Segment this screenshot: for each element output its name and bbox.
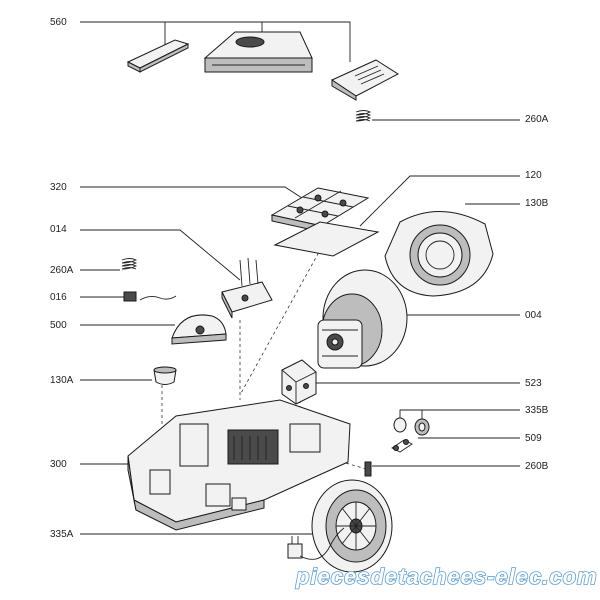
part-016-connector — [123, 291, 177, 302]
part-500-reel-cover — [171, 314, 227, 345]
label-260b: 260B — [525, 461, 549, 472]
label-320: 320 — [50, 182, 67, 193]
label-509: 509 — [525, 433, 542, 444]
leader-120 — [359, 175, 520, 227]
part-335b-wheels — [393, 417, 430, 436]
part-560-lid-left — [126, 39, 190, 73]
leader-lines — [80, 21, 520, 535]
label-014: 014 — [50, 224, 67, 235]
assembly-line-filter — [239, 231, 331, 396]
leader-014 — [80, 229, 241, 281]
part-560-lid-center — [203, 31, 313, 73]
labels-left: 560 320 014 260A 016 500 130A 300 335A — [50, 17, 74, 540]
part-523-control-box — [281, 359, 317, 405]
part-plug-cord — [287, 527, 345, 560]
label-120: 120 — [525, 170, 542, 181]
watermark-text: piecesdetachees-elec.com — [295, 564, 598, 589]
part-130a-knob — [153, 366, 177, 385]
leader-560 — [80, 21, 351, 62]
part-509-clips — [391, 439, 413, 453]
label-130b: 130B — [525, 198, 549, 209]
part-560-lid-right — [330, 59, 399, 101]
label-260a-left: 260A — [50, 265, 74, 276]
part-260a-spring-left — [121, 258, 138, 270]
label-560: 560 — [50, 17, 67, 28]
leader-335b — [399, 409, 520, 420]
label-016: 016 — [50, 292, 67, 303]
part-300-base — [127, 399, 351, 531]
labels-right: 260A 120 130B 004 523 335B 509 260B — [525, 114, 549, 472]
label-500: 500 — [50, 320, 67, 331]
label-335b: 335B — [525, 405, 549, 416]
leader-320 — [80, 186, 306, 201]
label-004: 004 — [525, 310, 542, 321]
part-130b-cover — [384, 211, 494, 297]
part-335a-wheel — [311, 479, 393, 573]
label-523: 523 — [525, 378, 542, 389]
label-130a: 130A — [50, 375, 74, 386]
part-260b-spring — [364, 461, 372, 477]
label-300: 300 — [50, 459, 67, 470]
part-120-filter-pad — [273, 221, 380, 257]
label-260a-right: 260A — [525, 114, 549, 125]
part-004-motor — [317, 269, 408, 369]
label-335a: 335A — [50, 529, 74, 540]
part-014-switch — [221, 257, 273, 319]
part-260a-spring-right — [355, 110, 372, 122]
